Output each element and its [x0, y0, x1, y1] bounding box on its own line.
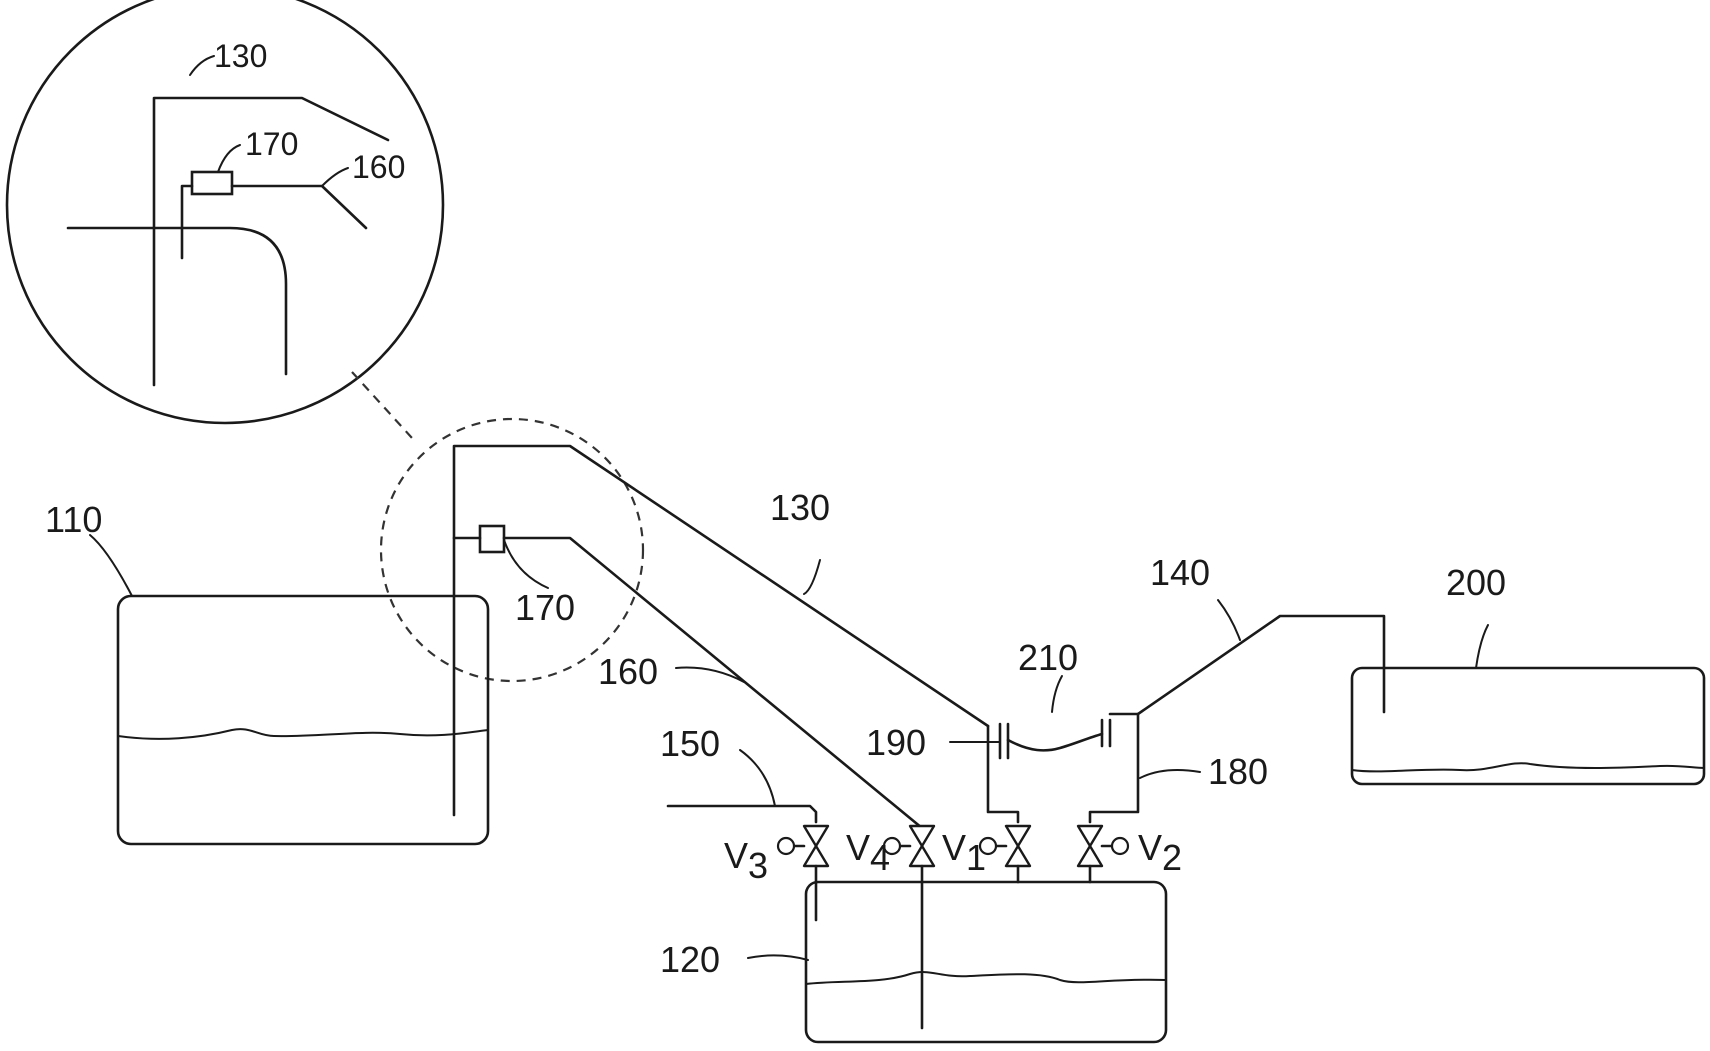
valve-v2-actuator — [1110, 836, 1130, 856]
tank-120: 120 — [660, 880, 1168, 1044]
detail-leader-170 — [217, 144, 241, 173]
leader-130 — [803, 559, 821, 595]
valve-v3: V3 — [724, 824, 830, 922]
valve-v4-label: V4 — [846, 827, 890, 878]
valve-v2-lower — [1076, 844, 1104, 868]
pipe-160 — [502, 536, 924, 830]
valve-v1-upper — [1004, 824, 1032, 848]
leader-120 — [747, 954, 809, 961]
leader-150 — [739, 749, 776, 807]
detail-connector-line — [351, 371, 413, 439]
pipe-180 — [1088, 712, 1140, 824]
valve-v1-label: V1 — [942, 827, 986, 878]
label-190: 190 — [866, 722, 926, 763]
detail-label-130: 130 — [214, 38, 267, 74]
tank-110-liquid-surface — [117, 728, 489, 740]
label-170: 170 — [515, 587, 575, 628]
branch-v1-line — [986, 724, 1020, 824]
detail-sensor-170 — [190, 170, 234, 196]
detail-tank-wall — [66, 226, 288, 376]
valve-v2: V2 — [1076, 824, 1182, 884]
valve-v2-label: V2 — [1138, 827, 1182, 878]
valve-v4-actuator — [882, 836, 902, 856]
label-210: 210 — [1018, 637, 1078, 678]
detail-pipe-130 — [152, 96, 390, 387]
pipe-130 — [452, 444, 990, 817]
tank-120-liquid-surface — [805, 971, 1167, 985]
label-140: 140 — [1150, 552, 1210, 593]
leader-160 — [675, 666, 745, 683]
coupling-assembly: 210 190 180 — [866, 637, 1268, 824]
tank-120-body — [804, 880, 1168, 1044]
label-180: 180 — [1208, 751, 1268, 792]
pipe-150 — [666, 804, 818, 824]
label-150: 150 — [660, 723, 720, 764]
label-120: 120 — [660, 939, 720, 980]
leader-170 — [503, 539, 549, 589]
pipe-140 — [1136, 614, 1386, 716]
tank-200: 200 — [1350, 562, 1706, 786]
zoom-region-circle — [379, 417, 645, 683]
label-130: 130 — [770, 487, 830, 528]
detail-label-160: 160 — [352, 149, 405, 185]
detail-view: 130 170 160 — [5, 0, 445, 439]
valve-v1: V1 — [942, 824, 1032, 884]
valve-v4: V4 — [846, 824, 936, 1030]
label-200: 200 — [1446, 562, 1506, 603]
leader-180 — [1139, 769, 1201, 779]
leader-200 — [1475, 624, 1489, 669]
detail-sensor-tap — [180, 184, 194, 260]
detail-pipe-160 — [230, 184, 368, 230]
valve-v3-upper — [802, 824, 830, 848]
tank-110: 110 — [45, 499, 490, 846]
valve-v1-lower — [1004, 844, 1032, 868]
valve-v3-lower — [802, 844, 830, 868]
valve-v3-actuator — [776, 836, 796, 856]
tank-110-body — [116, 594, 490, 846]
detail-leader-160 — [321, 167, 349, 187]
detail-leader-130 — [189, 55, 215, 76]
valve-v2-upper — [1076, 824, 1104, 848]
label-160: 160 — [598, 651, 658, 692]
detail-label-170: 170 — [245, 126, 298, 162]
detail-circle — [5, 0, 445, 425]
label-110: 110 — [45, 499, 102, 540]
leader-140 — [1217, 599, 1241, 641]
leader-110 — [89, 534, 133, 597]
pipe-210 — [1006, 732, 1104, 752]
tank-200-body — [1350, 666, 1706, 786]
valve-v1-actuator — [978, 836, 998, 856]
valve-v3-label: V3 — [724, 835, 768, 886]
leader-210 — [1051, 675, 1063, 713]
tank-200-liquid-surface — [1351, 762, 1705, 773]
valve-v4-upper — [908, 824, 936, 848]
valve-v4-lower — [908, 844, 936, 868]
sensor-170 — [478, 524, 506, 554]
